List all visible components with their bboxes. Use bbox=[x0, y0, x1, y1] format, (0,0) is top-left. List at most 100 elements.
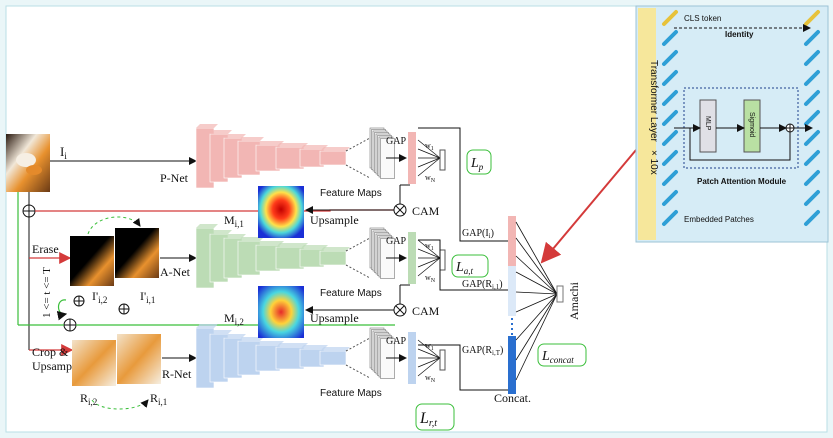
fan-line bbox=[515, 221, 558, 295]
gap-r1-label: GAP(Ri,1) bbox=[462, 279, 503, 291]
gap-classifier-2: GAP w1 wN bbox=[386, 232, 446, 284]
heatmap-1 bbox=[258, 186, 304, 238]
gap-label: GAP bbox=[386, 236, 406, 247]
svg-text:wN: wN bbox=[425, 173, 436, 184]
token-right bbox=[804, 130, 820, 146]
embedded-patches-label: Embedded Patches bbox=[684, 215, 754, 224]
combine-3-icon bbox=[118, 303, 130, 315]
token-right bbox=[804, 70, 820, 86]
token-right bbox=[804, 190, 820, 206]
token-left bbox=[662, 150, 678, 166]
cam-2-icon bbox=[393, 303, 407, 317]
svg-text:w1: w1 bbox=[425, 141, 434, 152]
crop-label: Crop & bbox=[32, 345, 69, 359]
token-right bbox=[804, 170, 820, 186]
sigmoid-label: Sigmoid bbox=[748, 112, 755, 137]
loss-concat-box: Lconcat bbox=[537, 343, 587, 367]
cam-1-label: CAM bbox=[412, 204, 440, 218]
token-right bbox=[804, 110, 820, 126]
times-label: × 10x bbox=[648, 150, 659, 175]
token-left bbox=[662, 90, 678, 106]
fan-line bbox=[515, 271, 558, 295]
feature-maps-label-2: Feature Maps bbox=[320, 288, 382, 299]
cls-token-label: CLS token bbox=[684, 14, 721, 23]
m2-label: Mi,2 bbox=[224, 311, 244, 327]
erased-image-2 bbox=[70, 236, 114, 286]
concat-vector bbox=[508, 216, 516, 394]
loss-rt-box: Lr,t bbox=[415, 403, 455, 431]
fan-line bbox=[515, 293, 558, 361]
ip2-label: I'i,2 bbox=[92, 289, 107, 305]
pam-skip-line bbox=[689, 128, 791, 161]
erase-label: Erase bbox=[32, 242, 59, 256]
fan-line bbox=[515, 293, 558, 313]
input-label: Ii bbox=[60, 144, 67, 161]
feature-maps-2 bbox=[369, 227, 395, 279]
token-right bbox=[804, 150, 820, 166]
pnet-label: P-Net bbox=[160, 171, 189, 185]
gap-label: GAP bbox=[386, 336, 406, 347]
cam-2-label: CAM bbox=[412, 304, 440, 318]
class-output-label: Amachi bbox=[567, 281, 581, 320]
route-gap-i bbox=[418, 127, 508, 242]
ip1-label: I'i,1 bbox=[140, 289, 155, 305]
rnet-label: R-Net bbox=[162, 367, 192, 381]
inset-pointer-arrow bbox=[540, 149, 637, 264]
gap-rt-label: GAP(Ri,T) bbox=[462, 345, 503, 357]
token-right bbox=[804, 50, 820, 66]
token-right bbox=[804, 90, 820, 106]
cam-1-icon bbox=[393, 203, 407, 217]
fan-line bbox=[515, 293, 558, 381]
net-layer bbox=[319, 250, 347, 266]
token-left bbox=[662, 190, 678, 206]
fan-line bbox=[515, 237, 558, 295]
token-left bbox=[662, 130, 678, 146]
token-left bbox=[662, 70, 678, 86]
fan-line bbox=[515, 255, 558, 295]
token-left bbox=[662, 210, 678, 226]
token-left bbox=[662, 30, 678, 46]
token-left bbox=[662, 170, 678, 186]
feature-maps-label-1: Feature Maps bbox=[320, 188, 382, 199]
loop-label: 1 <= t <= T bbox=[41, 267, 53, 318]
transformer-inset: Transformer Layer × 10x CLS token Identi… bbox=[635, 5, 829, 243]
token-column-right bbox=[804, 10, 820, 226]
token-column-left bbox=[662, 10, 678, 226]
pam-label: Patch Attention Module bbox=[697, 177, 787, 186]
pnet-block bbox=[195, 124, 371, 189]
combine-2-icon bbox=[73, 295, 85, 307]
svg-text:Lp: Lp bbox=[470, 156, 484, 172]
token-right bbox=[804, 30, 820, 46]
combine-4-icon bbox=[63, 318, 77, 332]
heatmap-2 bbox=[258, 286, 304, 338]
svg-text:La,t: La,t bbox=[455, 260, 474, 276]
feature-maps-3 bbox=[369, 327, 395, 379]
token-left bbox=[662, 50, 678, 66]
rnet-block bbox=[195, 324, 371, 389]
transformer-layer-band bbox=[638, 8, 656, 240]
gap-i-label: GAP(Ii) bbox=[462, 228, 494, 240]
loss-at-box: La,t bbox=[451, 254, 489, 278]
r2-label: Ri,2 bbox=[80, 391, 97, 407]
route-gap-rt bbox=[418, 344, 508, 391]
mlp-label: MLP bbox=[704, 116, 711, 131]
upsample-2-label: Upsample bbox=[310, 311, 359, 325]
crop-label-2: Upsample bbox=[32, 359, 81, 373]
anet-label: A-Net bbox=[160, 265, 191, 279]
net-layer bbox=[319, 150, 347, 166]
crop-cycle-arrow bbox=[91, 399, 149, 410]
erased-image-1 bbox=[115, 228, 159, 278]
output-node bbox=[556, 285, 564, 303]
erase-cycle-arrow bbox=[87, 216, 141, 235]
upsample-1-label: Upsample bbox=[310, 213, 359, 227]
transformer-layer-label: Transformer Layer bbox=[648, 60, 659, 143]
fan-line bbox=[515, 293, 558, 341]
token-left bbox=[662, 10, 678, 26]
loss-p-box: Lp bbox=[466, 149, 492, 175]
svg-text:wN: wN bbox=[425, 273, 436, 284]
identity-label: Identity bbox=[725, 30, 754, 39]
cropped-image-1 bbox=[117, 334, 161, 384]
svg-text:w1: w1 bbox=[425, 241, 434, 252]
